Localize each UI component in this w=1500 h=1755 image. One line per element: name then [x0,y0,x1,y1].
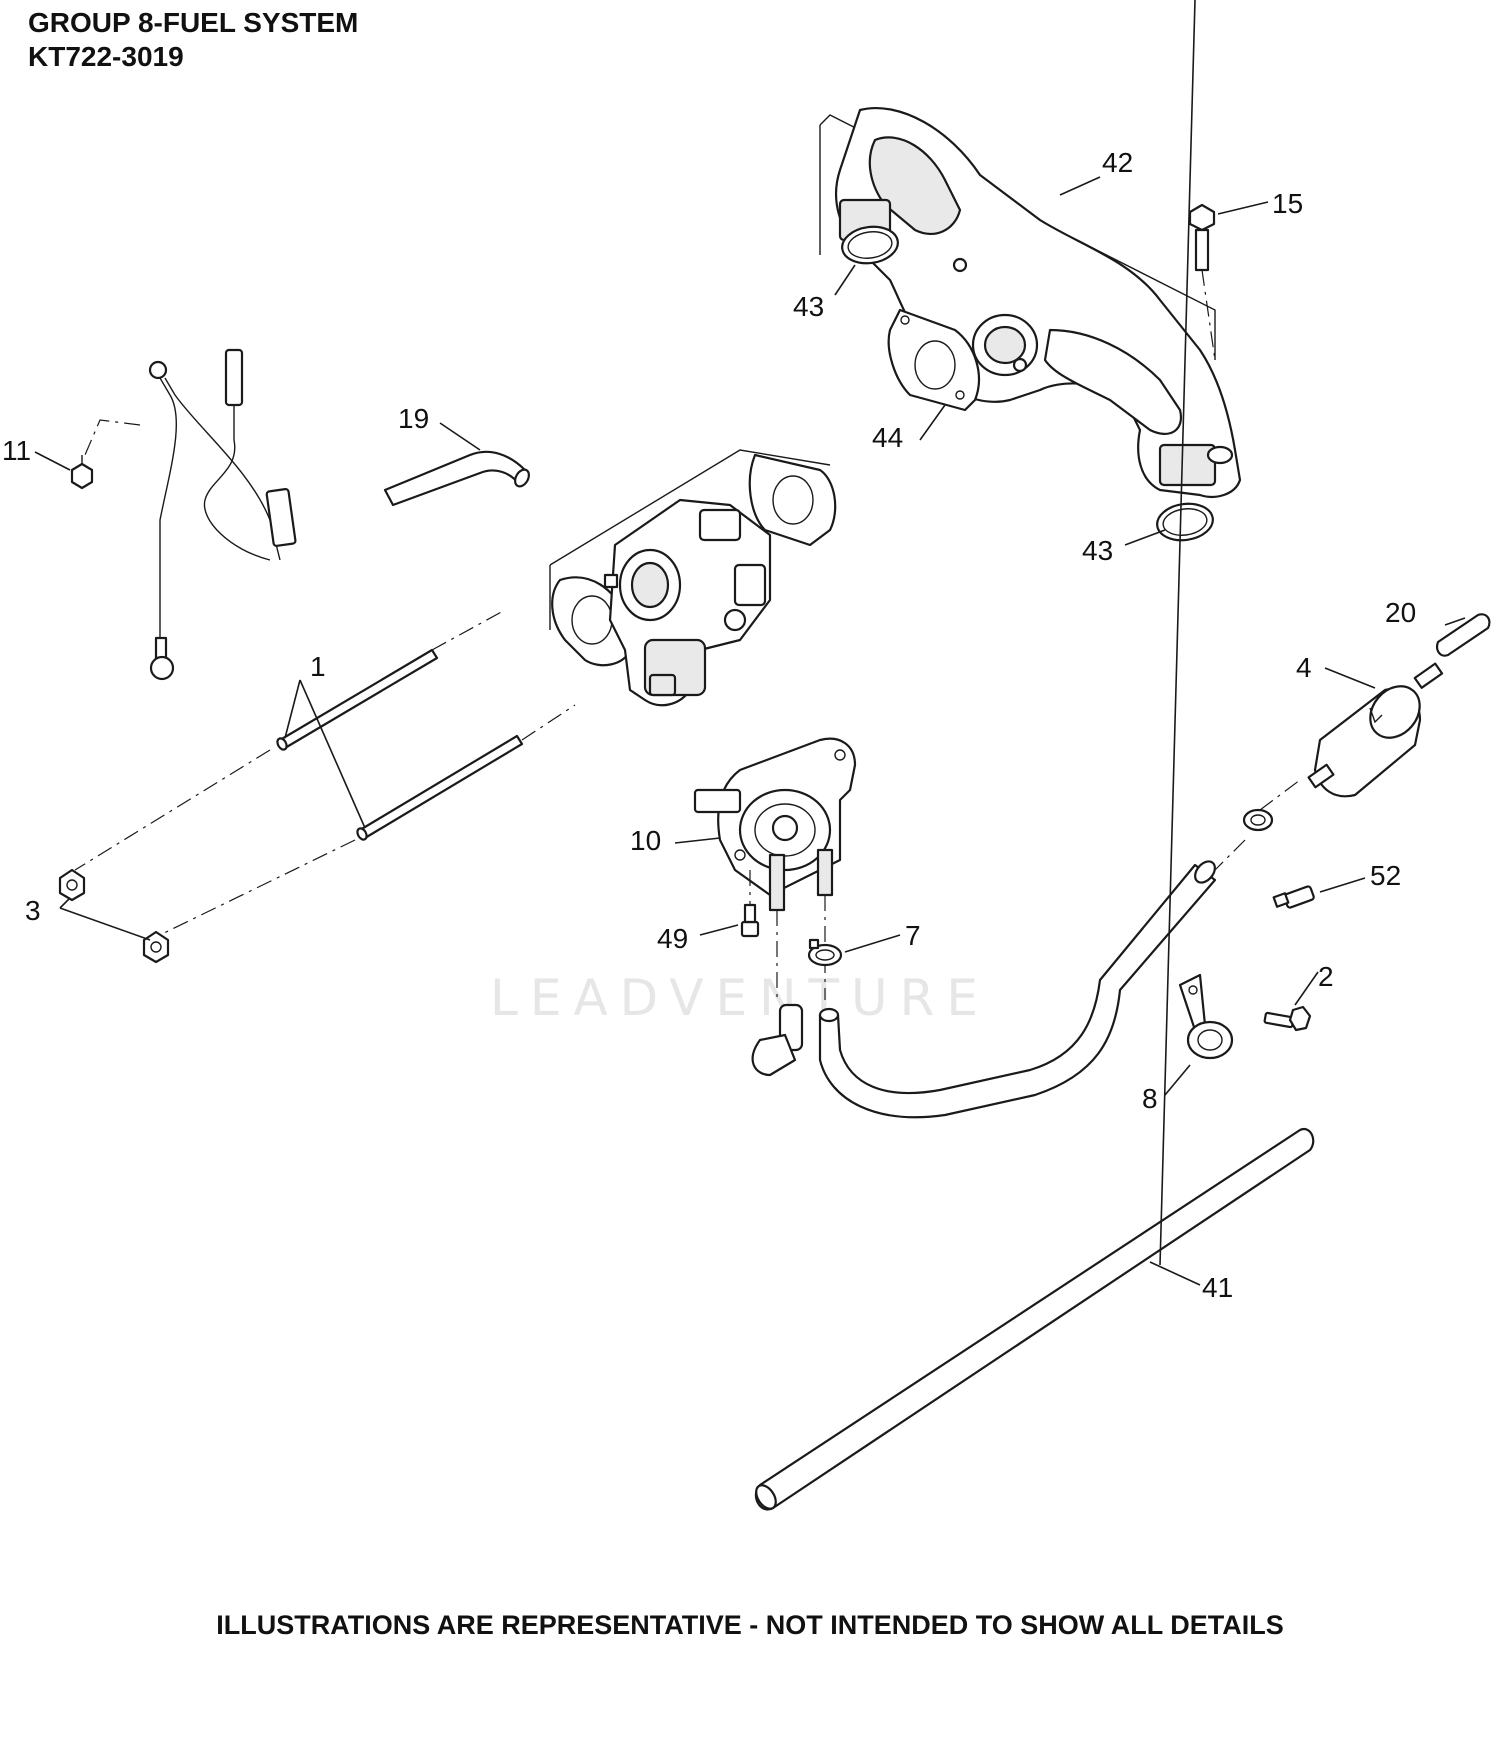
elbow-fitting[interactable] [751,1003,804,1077]
hose-clip[interactable] [1178,973,1234,1060]
callout-8: 8 [1142,1083,1158,1114]
callout-3: 3 [25,895,41,926]
callout-43-upper: 43 [793,291,824,322]
fuel-hose-long[interactable] [752,1127,1315,1512]
callout-7: 7 [905,920,921,951]
leader-lines [34,0,1466,1286]
callout-52: 52 [1370,860,1401,891]
fuel-line[interactable] [818,858,1219,1119]
screw-49[interactable] [740,870,760,938]
filter-hose-clamp[interactable] [1214,779,1301,871]
callout-42: 42 [1102,147,1133,178]
manifold-bolt[interactable] [1188,203,1216,361]
disclaimer-note: ILLUSTRATIONS ARE REPRESENTATIVE - NOT I… [216,1610,1284,1640]
callout-10: 10 [630,825,661,856]
mounting-stud-upper[interactable] [74,609,506,871]
vent-hose[interactable] [383,450,532,507]
fuel-filter[interactable] [1307,662,1444,798]
callout-11: 11 [2,435,31,466]
intake-gasket-lower[interactable] [1155,500,1215,543]
callout-4: 4 [1296,652,1312,683]
fuel-tube-short[interactable] [1436,613,1491,657]
manifold-gasket[interactable] [887,308,980,412]
callout-2: 2 [1318,961,1334,992]
callout-44: 44 [872,422,903,453]
screw-11[interactable] [70,455,94,490]
intake-gasket-upper[interactable] [840,223,900,266]
model-number: KT722-3019 [28,41,184,72]
callout-41: 41 [1202,1272,1233,1303]
callout-43-lower: 43 [1082,535,1113,566]
ground-wire-harness[interactable] [84,348,297,681]
callout-49: 49 [657,923,688,954]
callout-15: 15 [1272,188,1303,219]
hose-clamp[interactable] [807,938,843,967]
callout-20: 20 [1385,597,1416,628]
screw-2[interactable] [1263,1005,1312,1032]
fuel-pump[interactable] [693,737,857,1000]
carburetor[interactable] [549,449,837,707]
hex-nut-upper[interactable] [58,868,86,902]
watermark: LEADVENTURE [490,969,990,1027]
intake-manifold[interactable] [819,107,1242,498]
mounting-stud-lower[interactable] [159,704,576,936]
callout-1: 1 [310,651,326,682]
diagram-title: GROUP 8-FUEL SYSTEM [28,7,359,38]
callout-19: 19 [398,403,429,434]
fuel-fitting[interactable] [1272,885,1315,909]
hex-nut-lower[interactable] [142,930,170,964]
